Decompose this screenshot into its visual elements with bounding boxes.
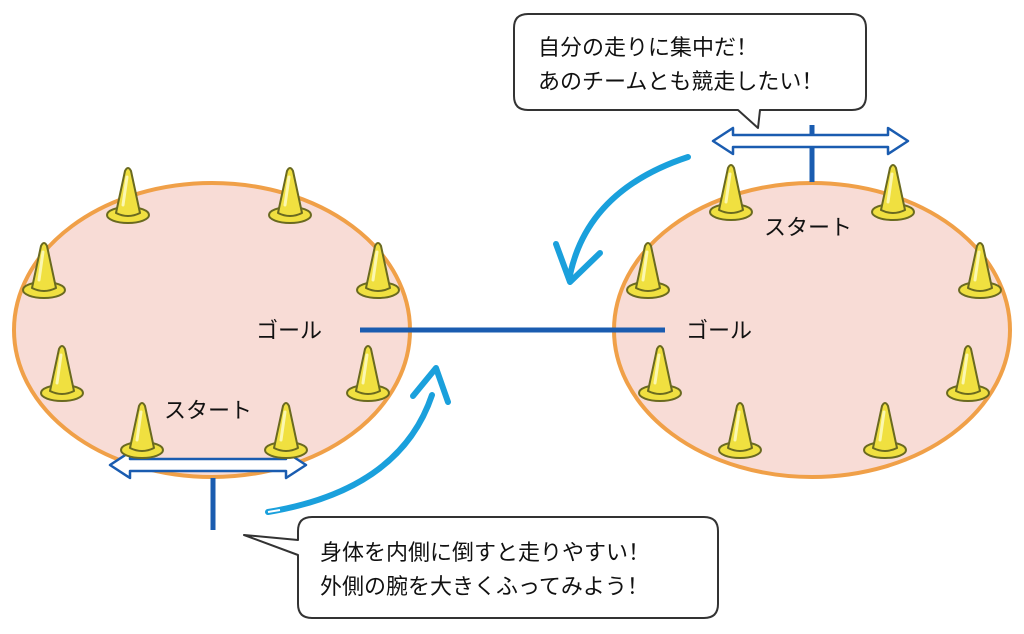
right-width-arrow (711, 126, 910, 156)
right-curve-arrow (553, 154, 691, 285)
right-goal-label: ゴール (686, 319, 752, 344)
speech-bubble-bottom: 身体を内側に倒すと走りやすい！ 外側の腕を大きくふってみよう！ (243, 516, 719, 619)
left-curve-arrow (265, 365, 451, 515)
speech-bubble-top: 自分の走りに集中だ！ あのチームとも競走したい！ (513, 13, 867, 129)
bubble-top-line2: あのチームとも競走したい！ (538, 70, 823, 95)
left-track (12, 181, 412, 479)
right-start-label: スタート (764, 216, 852, 241)
left-track-oval (12, 181, 412, 479)
left-start-label: スタート (164, 399, 252, 424)
bubble-top-line1: 自分の走りに集中だ！ (538, 36, 758, 61)
left-goal-label: ゴール (256, 319, 322, 344)
bubble-bottom-line1: 身体を内側に倒すと走りやすい！ (320, 541, 650, 566)
bubble-bottom-line2: 外側の腕を大きくふってみよう！ (320, 575, 649, 600)
